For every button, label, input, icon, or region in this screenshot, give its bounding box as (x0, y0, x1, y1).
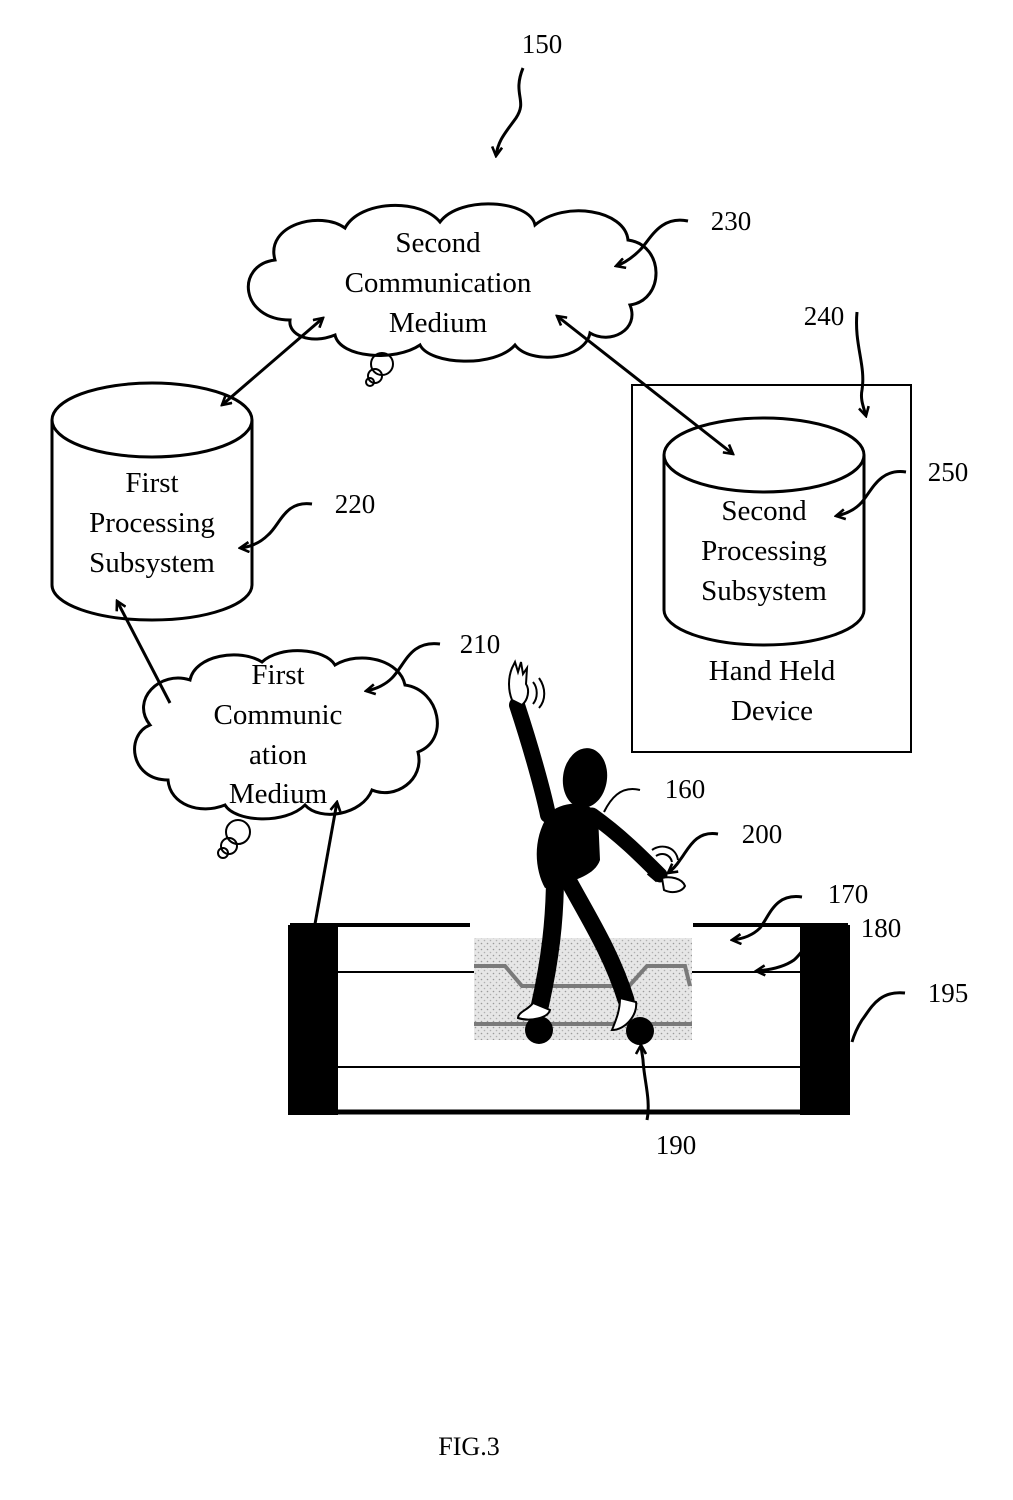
second-processing-line-3: Subsystem (701, 575, 827, 607)
user-extended-hand (660, 876, 687, 894)
first-medium-line-3: ation (249, 739, 307, 771)
system-ref-label: 150 (522, 29, 563, 59)
user-right-foot (610, 996, 638, 1032)
figure-caption: FIG.3 (438, 1432, 499, 1461)
first-processing-line-1: First (125, 467, 178, 499)
hand-held-line-1: Hand Held (709, 655, 836, 687)
user-raised-hand (508, 659, 530, 707)
first-medium-line-2: Communic (214, 699, 343, 731)
first-communication-medium-cloud: First Communic ation Medium (133, 649, 439, 859)
second-processing-ref-arrow (836, 470, 907, 516)
wrist-signal-2 (651, 845, 679, 861)
wrist-sensor-ref: 200 (742, 819, 783, 849)
second-medium-line-3: Medium (389, 307, 488, 339)
link-platform-first-medium (313, 802, 337, 925)
first-processing-subsystem-cylinder: First Processing Subsystem (50, 381, 254, 622)
roller-ref: 190 (656, 1130, 697, 1160)
platform-apparatus (288, 923, 850, 1115)
wrist-signal-1 (655, 853, 673, 863)
first-medium-ref: 210 (460, 629, 501, 659)
roller-right (626, 1017, 654, 1045)
first-processing-ref-arrow (240, 502, 313, 548)
raised-hand-signal-1 (532, 681, 538, 705)
user-right-leg (559, 871, 635, 1009)
raised-hand-signal-2 (538, 677, 546, 709)
first-medium-ref-arrow (366, 642, 441, 691)
first-medium-line-1: First (251, 659, 304, 691)
wrist-sensor-ref-arrow (668, 832, 719, 873)
link-first-medium-first-processing (117, 601, 172, 704)
frame-post-left (288, 925, 338, 1115)
user-right-arm (584, 807, 668, 883)
first-medium-line-4: Medium (229, 778, 328, 810)
second-processing-ref: 250 (928, 457, 969, 487)
inner-belt-ref: 180 (861, 913, 902, 943)
roller-left (525, 1016, 553, 1044)
wrist-sensor-band (646, 863, 666, 883)
frame-post-right (800, 925, 850, 1115)
second-medium-ref-arrow (616, 218, 689, 266)
second-processing-line-2: Processing (701, 535, 827, 567)
hand-held-ref: 240 (804, 301, 845, 331)
second-medium-line-2: Communication (345, 267, 532, 299)
user-ref-leader (603, 788, 641, 813)
first-processing-ref: 220 (335, 489, 376, 519)
link-second-medium-second-processing (557, 316, 733, 454)
system-ref-arrow (496, 67, 525, 156)
hand-held-line-2: Device (731, 695, 813, 727)
user-ref: 160 (665, 774, 706, 804)
frame-ref-leader (850, 991, 906, 1043)
user-left-foot (516, 1001, 552, 1021)
second-communication-medium-cloud: Second Communication Medium (246, 202, 658, 387)
first-processing-line-2: Processing (89, 507, 215, 539)
inner-belt-ref-arrow (756, 930, 839, 971)
second-medium-line-1: Second (395, 227, 481, 259)
link-first-processing-second-medium (222, 318, 323, 405)
frame-ref: 195 (928, 978, 969, 1008)
top-belt-ref: 170 (828, 879, 869, 909)
second-processing-subsystem-cylinder: Second Processing Subsystem (662, 416, 866, 647)
hand-held-ref-arrow (855, 311, 866, 416)
user-figure (508, 659, 687, 1032)
hand-held-device-box: Hand Held Device (631, 384, 912, 753)
user-head (562, 748, 608, 808)
roller-ref-arrow (641, 1045, 650, 1121)
second-medium-ref: 230 (711, 206, 752, 236)
user-left-leg (531, 866, 564, 1014)
top-belt-ref-arrow (732, 895, 803, 940)
second-processing-line-1: Second (721, 495, 807, 527)
user-left-arm (509, 697, 556, 823)
first-processing-line-3: Subsystem (89, 547, 215, 579)
